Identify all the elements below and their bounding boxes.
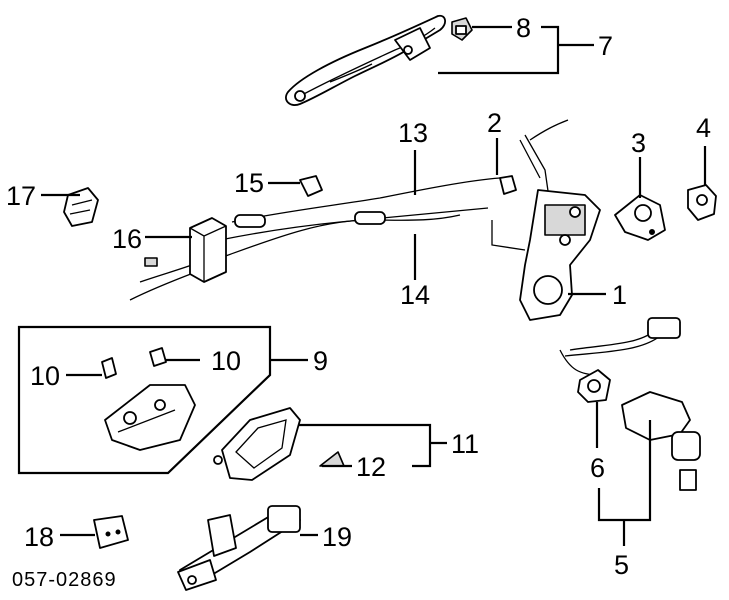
lock-rod-clip-part[interactable] bbox=[499, 175, 517, 195]
door-lock-actuator-part[interactable] bbox=[491, 119, 601, 321]
callout-14: 14 bbox=[400, 280, 430, 310]
callout-19: 19 bbox=[322, 522, 352, 552]
bezel-screw-cover-part[interactable] bbox=[319, 451, 345, 467]
cable-clip-part[interactable] bbox=[299, 175, 323, 197]
diagram-code: 057-02869 bbox=[12, 569, 117, 591]
callout-18: 18 bbox=[24, 522, 54, 552]
cable-junction-box-part[interactable] bbox=[144, 217, 227, 283]
inside-handle-bezel-part[interactable] bbox=[213, 407, 301, 481]
cylinder-retainer-part[interactable] bbox=[577, 369, 611, 403]
callout-labels: 8 7 2 3 4 13 15 17 16 14 1 9 10 10 11 12… bbox=[6, 13, 711, 591]
striker-cover-part[interactable] bbox=[687, 184, 717, 221]
door-cables-part[interactable] bbox=[129, 177, 501, 301]
group-9-frame bbox=[17, 325, 272, 475]
callout-4: 4 bbox=[696, 113, 711, 143]
callout-10-left: 10 bbox=[30, 361, 60, 391]
callout-2: 2 bbox=[487, 108, 502, 138]
callout-17: 17 bbox=[6, 181, 36, 211]
lock-cylinder-bracket-part[interactable] bbox=[614, 194, 666, 241]
leader-lines bbox=[41, 25, 707, 546]
callout-12: 12 bbox=[356, 452, 386, 482]
door-check-bracket-part[interactable] bbox=[93, 515, 129, 549]
lock-cylinder-harness-part[interactable] bbox=[559, 317, 681, 376]
handle-clip-part[interactable] bbox=[451, 17, 473, 41]
callout-15: 15 bbox=[234, 168, 264, 198]
handle-clip-left-part[interactable] bbox=[101, 357, 117, 379]
callout-1: 1 bbox=[612, 280, 627, 310]
outer-door-handle-part[interactable] bbox=[285, 14, 446, 106]
handle-clip-right-part[interactable] bbox=[149, 347, 167, 367]
callout-11: 11 bbox=[451, 429, 479, 459]
callout-8: 8 bbox=[516, 13, 531, 43]
key-cylinder-part[interactable] bbox=[621, 391, 701, 491]
callout-5: 5 bbox=[614, 550, 629, 580]
callout-9: 9 bbox=[313, 346, 328, 376]
callout-7: 7 bbox=[598, 31, 613, 61]
inside-handle-part[interactable] bbox=[104, 384, 196, 451]
callout-16: 16 bbox=[112, 224, 142, 254]
callout-10-right: 10 bbox=[211, 346, 241, 376]
door-check-part[interactable] bbox=[177, 505, 301, 591]
callout-6: 6 bbox=[590, 453, 605, 483]
callout-3: 3 bbox=[631, 128, 646, 158]
lock-knob-part[interactable] bbox=[63, 187, 99, 227]
callout-13: 13 bbox=[398, 118, 428, 148]
